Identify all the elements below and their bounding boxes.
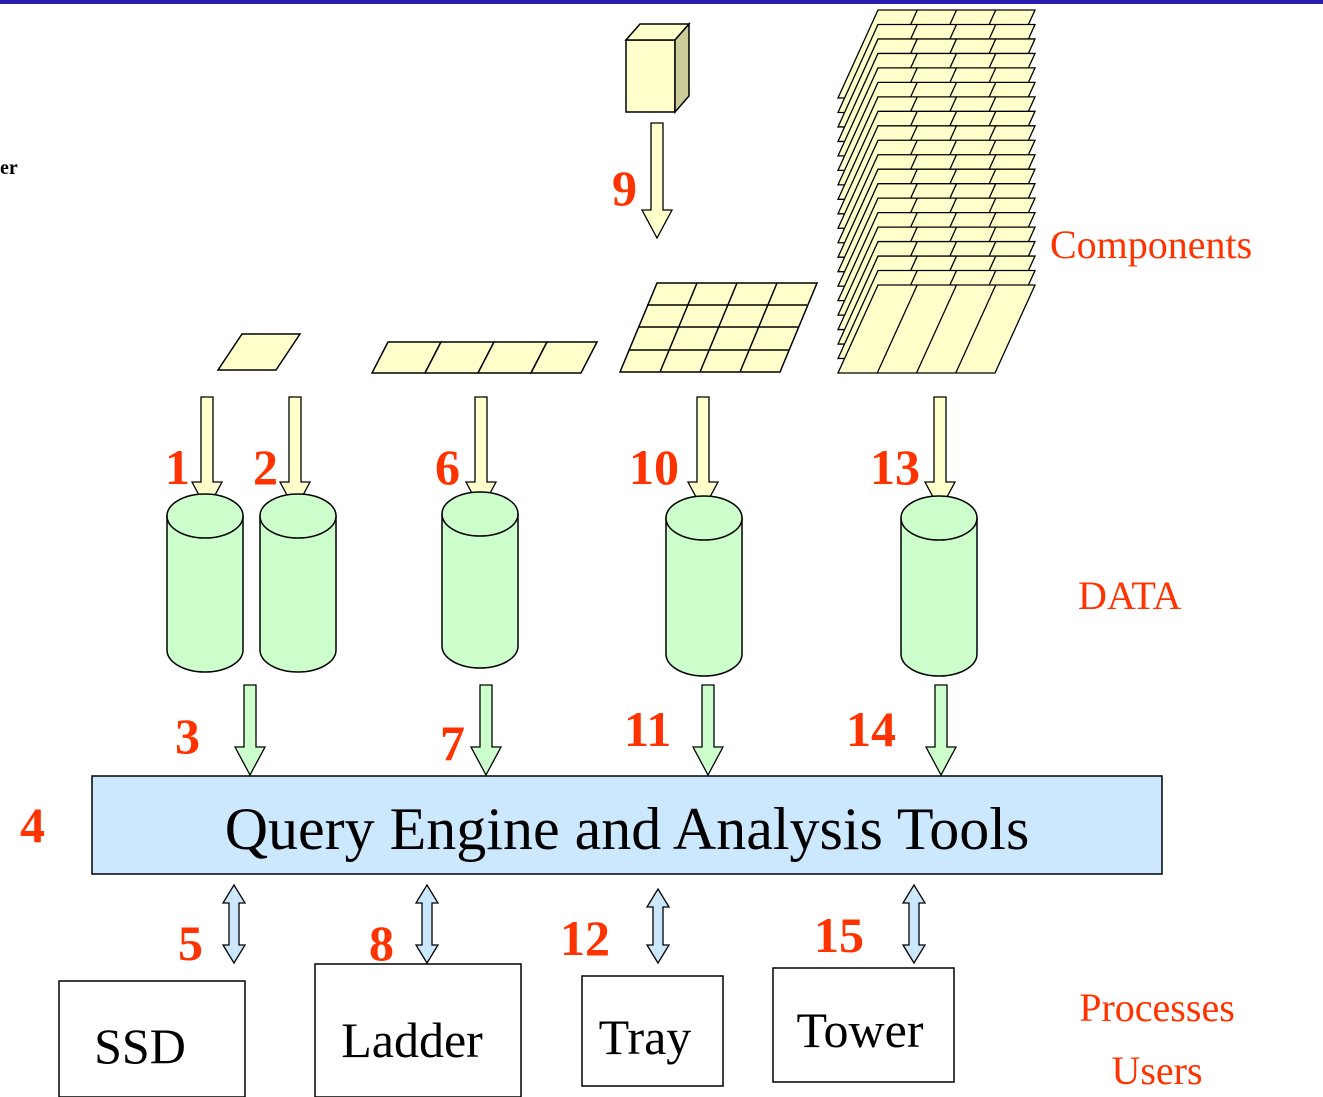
ladder-label: Ladder: [341, 1012, 483, 1068]
process-ssd: SSD: [58, 980, 246, 1097]
side-fragment: er: [0, 157, 18, 179]
step-6: 6: [435, 439, 460, 495]
double-arrow-icon: [645, 887, 671, 965]
arrow-down-icon: [686, 396, 720, 512]
component-arrows: [190, 122, 957, 512]
step-5: 5: [178, 915, 203, 971]
double-arrow-icon: [901, 883, 927, 965]
tray-icon: [618, 282, 819, 373]
arrow-down-icon: [469, 684, 503, 777]
processes-label: Processes: [1079, 985, 1235, 1030]
tray-label: Tray: [599, 1009, 692, 1065]
arrow-down-icon: [233, 684, 267, 777]
double-arrow-icon: [221, 883, 247, 965]
data-label: DATA: [1078, 573, 1182, 618]
data-arrows: [233, 684, 958, 777]
arrow-down-icon: [924, 684, 958, 777]
users-label: Users: [1111, 1048, 1202, 1093]
tower-stack-icon: [836, 9, 1037, 374]
tile-icon: [216, 333, 302, 371]
cylinder-icon: [166, 493, 244, 673]
step-15: 15: [814, 907, 864, 963]
process-tower: Tower: [772, 967, 955, 1083]
top-bar: [0, 0, 1323, 4]
step-7: 7: [440, 715, 465, 771]
ssd-label: SSD: [94, 1018, 186, 1074]
process-ladder: Ladder: [314, 963, 522, 1097]
query-engine-label: Query Engine and Analysis Tools: [225, 796, 1030, 862]
step-2: 2: [253, 439, 278, 495]
ladder-icon: [370, 341, 599, 374]
step-4: 4: [20, 797, 45, 853]
tower-label: Tower: [796, 1002, 923, 1058]
step-11: 11: [624, 701, 671, 757]
arrow-down-icon: [691, 684, 725, 777]
step-14: 14: [846, 701, 896, 757]
step-9: 9: [612, 160, 637, 216]
arrow-down-icon: [190, 396, 224, 512]
cylinder-icon: [441, 491, 519, 669]
double-arrow-icon: [414, 883, 440, 965]
cylinder-icon: [665, 495, 743, 677]
step-10: 10: [629, 439, 679, 495]
block-icon: [624, 22, 691, 114]
step-1: 1: [165, 439, 190, 495]
step-3: 3: [175, 708, 200, 764]
step-13: 13: [870, 439, 920, 495]
step-12: 12: [560, 910, 610, 966]
arrow-down-icon: [640, 122, 674, 240]
data-cylinders: [166, 491, 978, 677]
step-8: 8: [369, 915, 394, 971]
cylinder-icon: [259, 493, 337, 673]
tower-layer: [836, 284, 1037, 374]
components-label: Components: [1050, 222, 1252, 267]
process-arrows: [221, 883, 927, 965]
arrow-down-icon: [923, 396, 957, 512]
cylinder-icon: [900, 495, 978, 677]
process-tray: Tray: [581, 975, 724, 1087]
arrow-down-icon: [278, 396, 312, 512]
query-engine-box: [91, 775, 1163, 875]
